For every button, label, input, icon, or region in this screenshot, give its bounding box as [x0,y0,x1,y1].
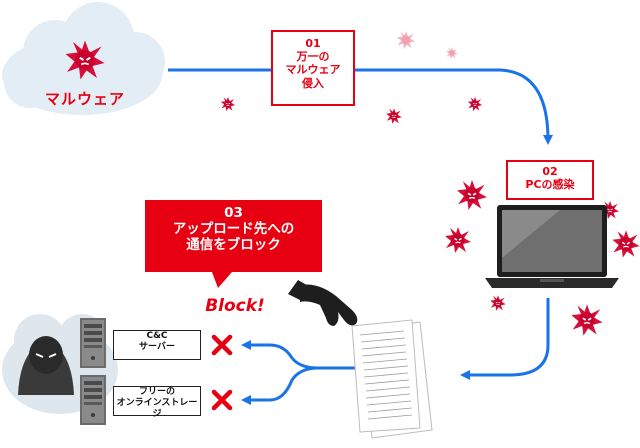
block-label: Block! [205,296,265,316]
document-stack [351,319,433,439]
laptop [485,205,619,288]
virus-icon [446,47,458,59]
infiltration-arrow [168,68,553,145]
hacker-icon [18,336,74,395]
step-02-box: 02 PCの感染 [506,160,594,200]
virus-icon [220,96,236,112]
step-03-number: 03 [224,205,243,221]
virus-icon [467,96,483,112]
storage-server-icon [80,375,106,425]
virus-icon [611,229,640,259]
step-03-text: アップロード先への 通信をブロック [172,221,295,254]
step-02-text: PCの感染 [525,178,575,192]
virus-icon [570,303,604,337]
malware-cloud-label: マルウェア [44,90,125,108]
step-03-callout [145,200,322,288]
virus-icon [489,294,507,312]
virus-icon [396,30,416,50]
arrow-to-storage [241,366,319,405]
step-02-number: 02 [542,165,558,178]
cc-server-icon [80,318,106,368]
storage-server-label: フリーの オンラインストレージ [113,386,201,419]
step-01-number: 01 [305,37,321,50]
arrow-to-cc-server [241,340,319,370]
block-x-icon [214,337,230,353]
cc-server-label: C&C サーバー [113,330,201,360]
step-03-text-block: 03 アップロード先への 通信をブロック [145,205,322,254]
exfiltration-arrow [460,298,550,380]
step-01-box: 01 万一の マルウェア 侵入 [271,30,355,106]
step-01-text: 万一の マルウェア 侵入 [285,50,341,90]
attacker-hand [288,280,358,326]
virus-icon [456,179,488,211]
block-x-icon [214,392,230,408]
virus-icon [385,107,403,125]
virus-icon [444,226,472,254]
